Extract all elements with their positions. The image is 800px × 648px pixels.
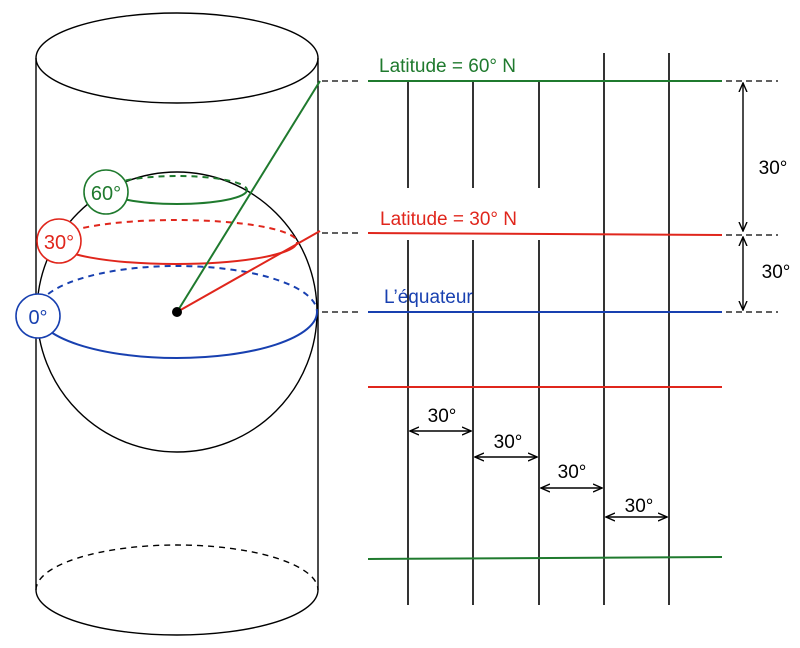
parallel-30 [54, 219, 298, 265]
sphere-center-point [172, 307, 182, 317]
parallel-30-front [54, 241, 298, 265]
ray-30 [176, 230, 321, 313]
label-0-text: 0° [28, 307, 47, 329]
vertical-spacing-lower-label: 30° [762, 262, 791, 283]
label-60-text: 60° [91, 183, 121, 205]
cylinder-bottom-front [35, 589, 319, 636]
label-30-badge: 30° [36, 218, 82, 264]
projection-connectors [322, 80, 778, 313]
label-60-badge: 60° [83, 169, 129, 215]
cylinder-top-ellipse [35, 12, 319, 104]
horizontal-spacing-label: 30° [625, 496, 654, 517]
horizontal-spacing-label: 30° [428, 406, 457, 427]
horizontal-spacing-label: 30° [494, 432, 523, 453]
parallel-30-back [54, 219, 298, 243]
cylinder [35, 12, 319, 636]
equator-front [36, 311, 318, 359]
horizontal-spacing-label: 30° [558, 462, 587, 483]
equator-back [36, 265, 318, 313]
ray-60 [176, 80, 321, 313]
map-label-60n: Latitude = 60° N [379, 56, 516, 77]
map-line-60s [367, 556, 723, 560]
label-30-text: 30° [44, 232, 74, 254]
map-label-equator: L’équateur [384, 287, 473, 308]
label-0-badge: 0° [15, 293, 61, 339]
cylinder-bottom-back [35, 544, 319, 591]
vertical-spacing-upper-label: 30° [759, 158, 788, 179]
map-line-30n [367, 232, 723, 236]
parallel-60-back [106, 175, 248, 191]
map-label-30n: Latitude = 30° N [380, 209, 517, 230]
meridians [407, 53, 670, 605]
